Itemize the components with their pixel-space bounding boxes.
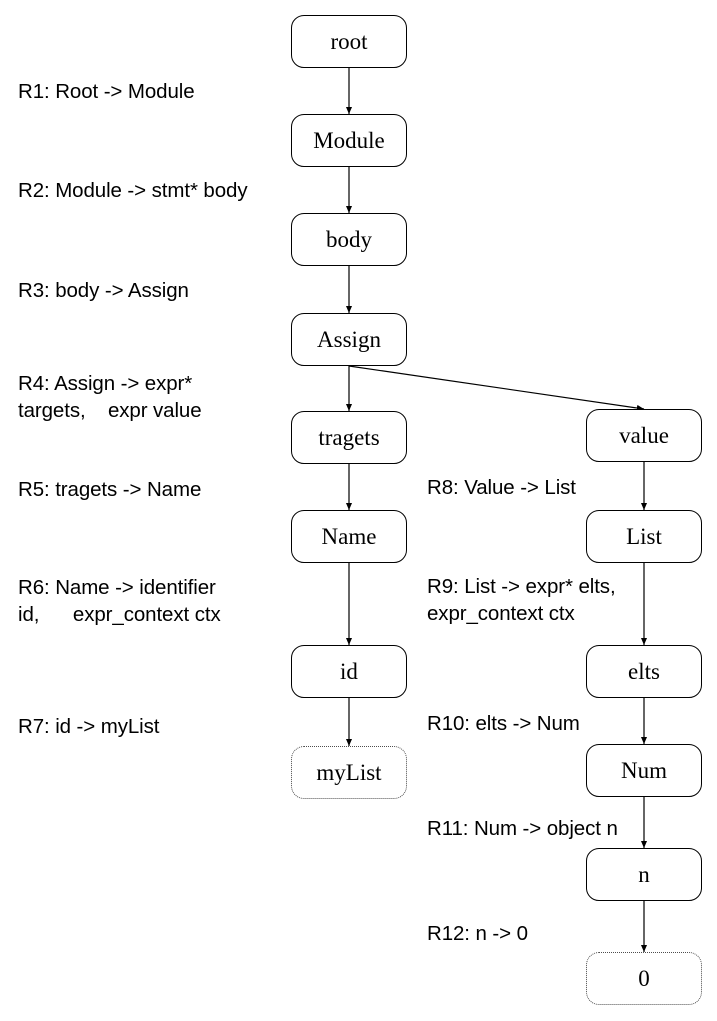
tree-node-label: Assign [317, 327, 381, 352]
production-rule-r8: R8: Value -> List [427, 476, 576, 499]
tree-node-zero[interactable]: 0 [586, 952, 702, 1005]
production-rule-r2: R2: Module -> stmt* body [18, 179, 248, 202]
tree-node-elts[interactable]: elts [586, 645, 702, 698]
tree-node-label: Module [313, 128, 385, 153]
production-rule-r5: R5: tragets -> Name [18, 478, 202, 501]
tree-node-mylist[interactable]: myList [291, 746, 407, 799]
production-rule-r4: R4: Assign -> expr* targets, expr value [18, 372, 202, 422]
production-rule-r1: R1: Root -> Module [18, 80, 195, 103]
tree-node-label: 0 [638, 966, 650, 991]
tree-node-label: Name [321, 524, 377, 549]
production-rule-r3: R3: body -> Assign [18, 279, 189, 302]
production-rule-r10: R10: elts -> Num [427, 712, 580, 735]
tree-node-label: elts [628, 659, 660, 684]
tree-node-body[interactable]: body [291, 213, 407, 266]
edge-assign-to-value [348, 365, 645, 412]
tree-node-name[interactable]: Name [291, 510, 407, 563]
tree-node-root[interactable]: root [291, 15, 407, 68]
production-rule-r12: R12: n -> 0 [427, 922, 528, 945]
tree-node-label: root [330, 29, 368, 54]
tree-node-label: value [619, 423, 669, 448]
tree-node-num[interactable]: Num [586, 744, 702, 797]
tree-node-label: myList [316, 760, 382, 785]
tree-node-value[interactable]: value [586, 409, 702, 462]
production-rule-r11: R11: Num -> object n [427, 817, 618, 840]
tree-node-n[interactable]: n [586, 848, 702, 901]
tree-node-tragets[interactable]: tragets [291, 411, 407, 464]
production-rule-r9: R9: List -> expr* elts, expr_context ctx [427, 575, 616, 625]
tree-node-label: body [326, 227, 372, 252]
tree-node-label: List [626, 524, 662, 549]
tree-node-list[interactable]: List [586, 510, 702, 563]
tree-node-assign[interactable]: Assign [291, 313, 407, 366]
tree-node-module[interactable]: Module [291, 114, 407, 167]
tree-node-label: id [340, 659, 358, 684]
tree-node-label: n [638, 862, 650, 887]
production-rule-r7: R7: id -> myList [18, 715, 160, 738]
production-rule-r6: R6: Name -> identifier id, expr_context … [18, 576, 221, 626]
tree-node-label: tragets [318, 425, 380, 450]
tree-node-label: Num [621, 758, 667, 783]
tree-node-id[interactable]: id [291, 645, 407, 698]
